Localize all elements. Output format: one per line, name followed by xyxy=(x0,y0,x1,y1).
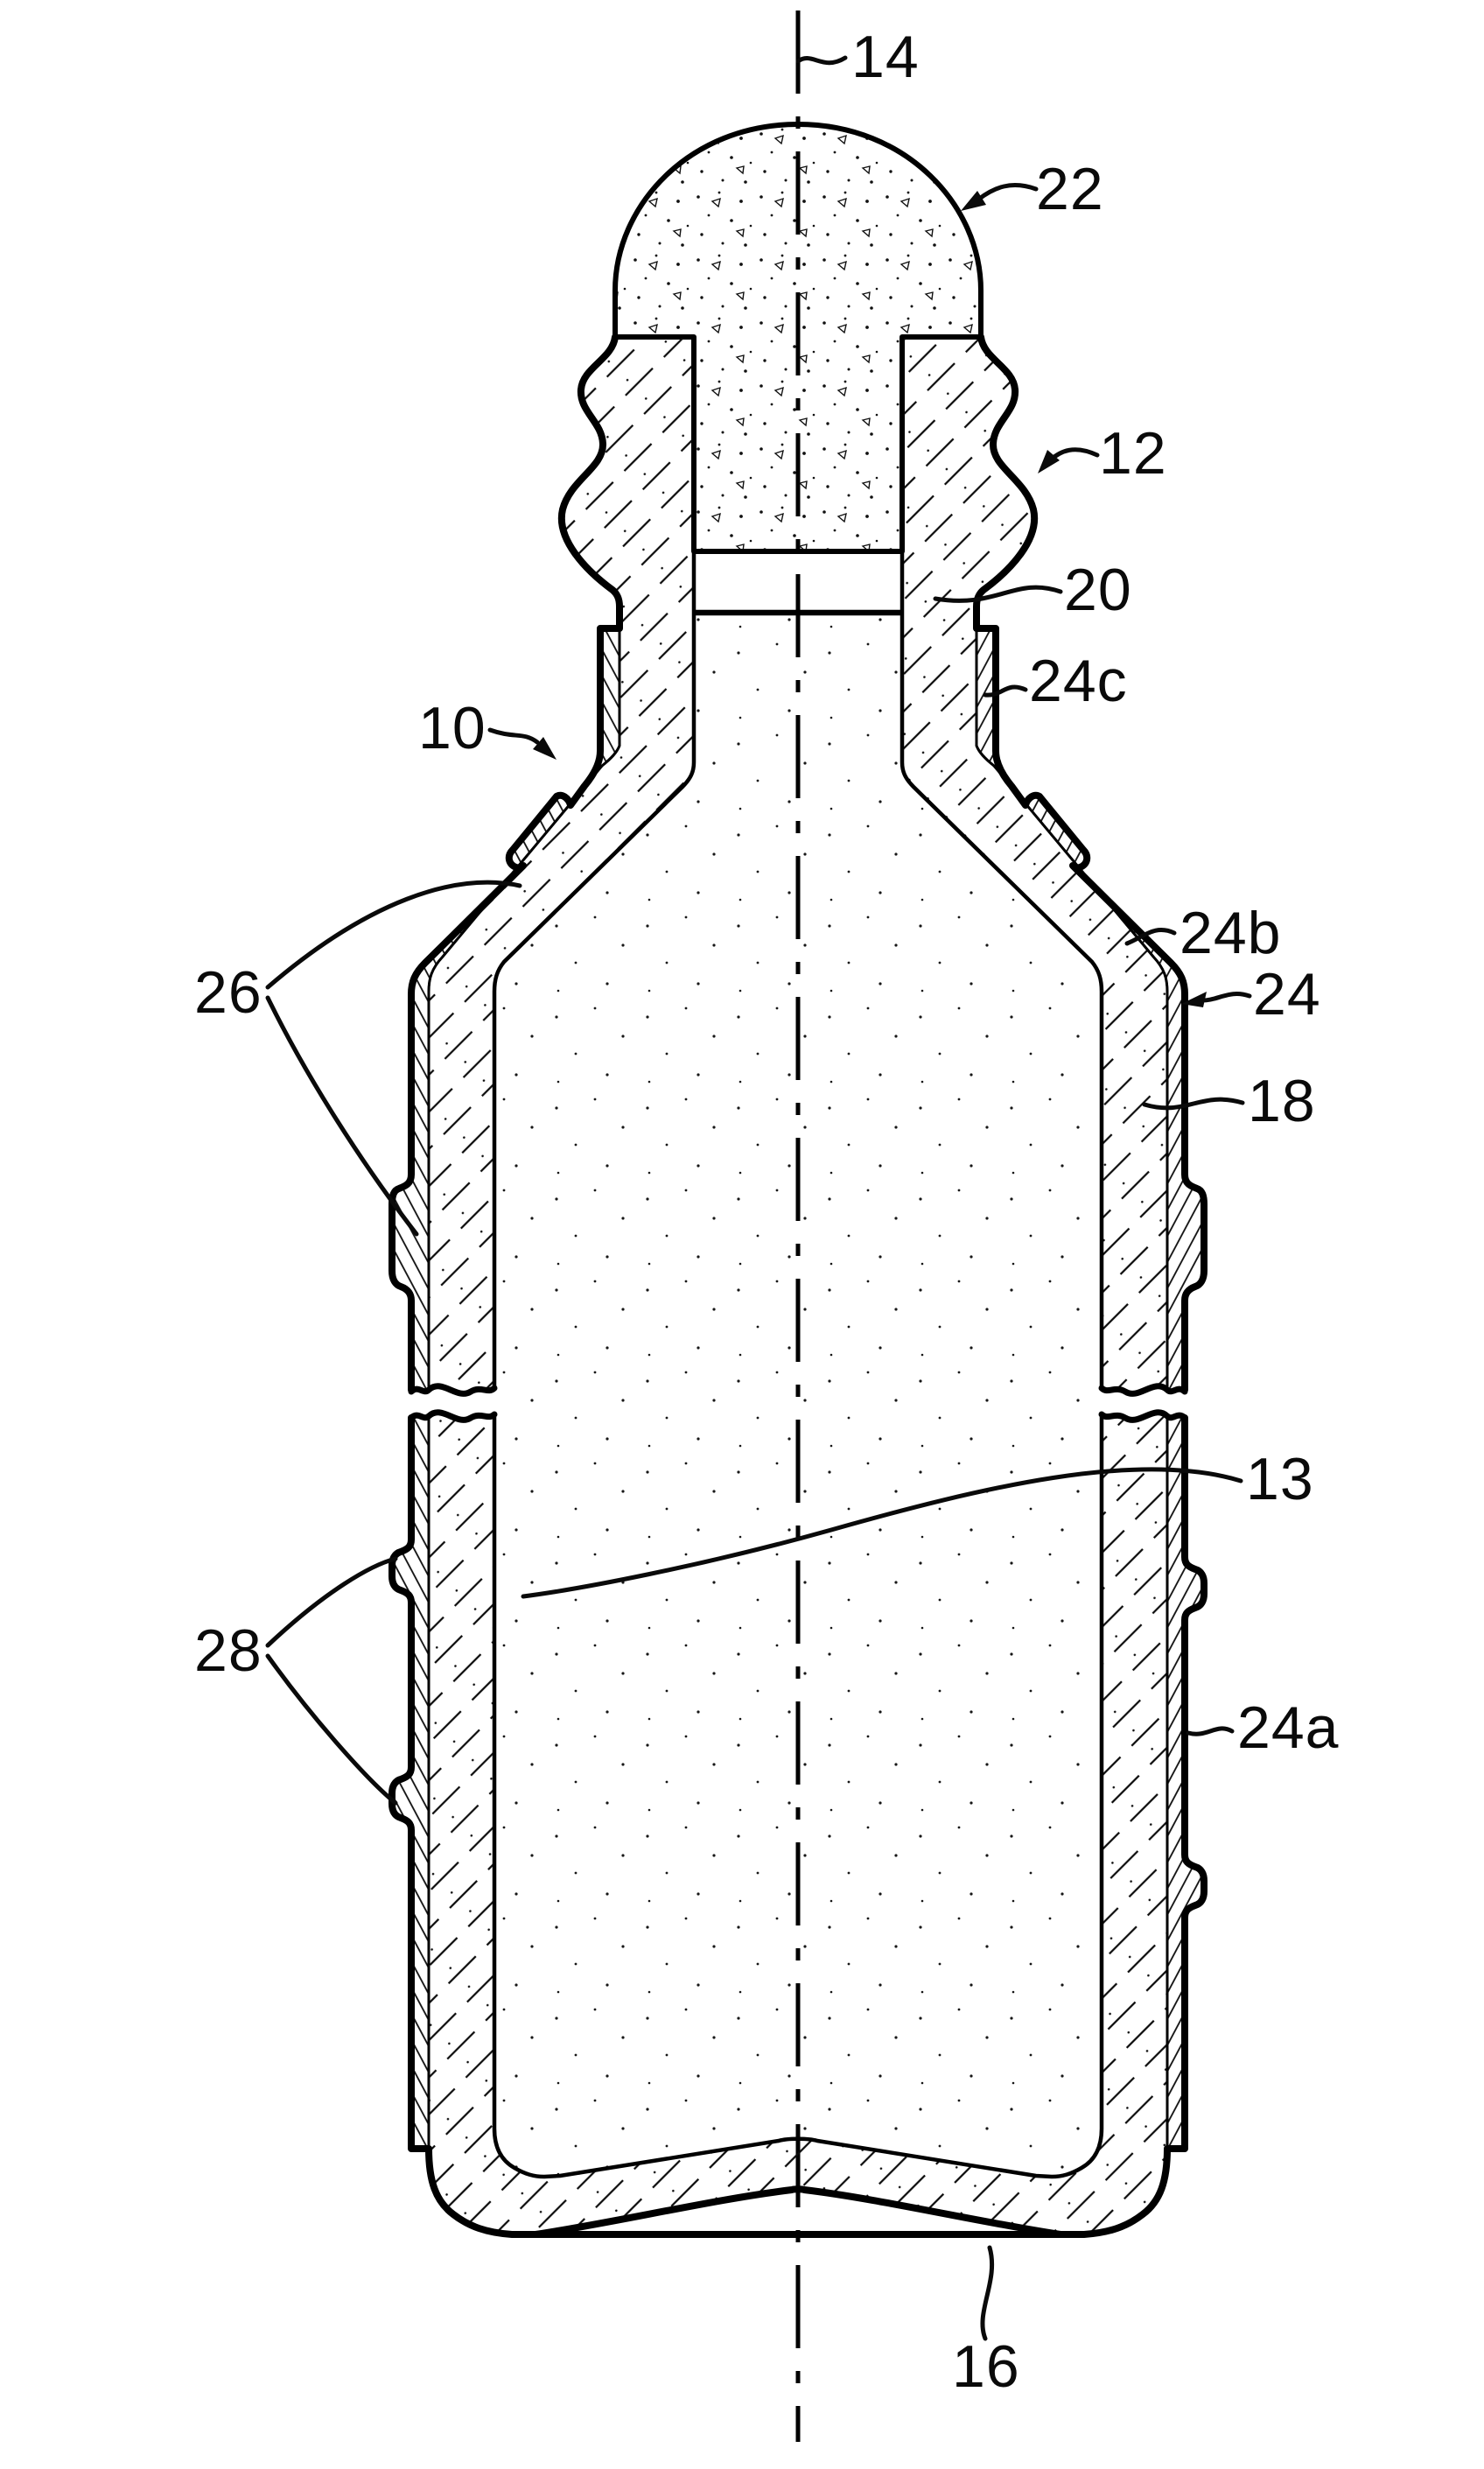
arrowhead-12 xyxy=(1038,450,1060,473)
arrowhead-24 xyxy=(1181,992,1207,1007)
bottle-drawing xyxy=(388,11,1208,2442)
arrowhead-10 xyxy=(533,737,556,760)
ref-label-24a: 24a xyxy=(1186,1694,1339,1761)
ref-number-22: 22 xyxy=(1036,156,1104,222)
ref-label-14: 14 xyxy=(795,24,920,90)
ref-number-12: 12 xyxy=(1099,420,1167,487)
reference-labels: 14 22 12 20 24c 10 24b xyxy=(194,24,1339,2400)
ref-label-22: 22 xyxy=(961,156,1104,222)
leader-line-28-lower xyxy=(265,1653,398,1806)
ref-number-14: 14 xyxy=(851,24,920,90)
ref-label-12: 12 xyxy=(1038,420,1167,487)
leader-line-24 xyxy=(1198,992,1252,1003)
ref-number-24c: 24c xyxy=(1029,648,1128,714)
leader-line-24a xyxy=(1186,1726,1235,1736)
leader-line-28-upper xyxy=(265,1556,398,1648)
ref-label-13: 13 xyxy=(521,1446,1314,1599)
inner-wall-and-floor-lower xyxy=(492,1412,1104,2179)
inner-wall-left xyxy=(492,334,696,1391)
leader-line-10 xyxy=(487,727,540,745)
ref-number-18: 18 xyxy=(1248,1068,1316,1134)
ref-number-24: 24 xyxy=(1253,961,1321,1028)
ref-number-13: 13 xyxy=(1246,1446,1314,1512)
ref-number-24b: 24b xyxy=(1180,900,1281,966)
coating-glass-boundary-right xyxy=(975,628,1169,2149)
cork-stopper xyxy=(612,122,984,554)
leader-line-24b xyxy=(1124,928,1177,946)
ref-label-28: 28 xyxy=(194,1556,398,1806)
break-line-left-upper xyxy=(408,1383,498,1397)
outer-contour-lower-and-base xyxy=(388,1414,1208,2238)
ref-number-16: 16 xyxy=(952,2333,1020,2400)
ref-number-24a: 24a xyxy=(1237,1694,1339,1761)
leader-line-26-upper xyxy=(265,880,522,990)
leader-line-22 xyxy=(976,183,1039,202)
ref-number-20: 20 xyxy=(1064,557,1132,623)
break-line-left-lower xyxy=(408,1409,498,1423)
outer-contour-upper-left xyxy=(388,333,623,1393)
ref-label-24b: 24b xyxy=(1124,900,1281,966)
break-line-right-upper xyxy=(1098,1383,1188,1397)
leader-line-18 xyxy=(1142,1097,1245,1111)
outer-contour-upper-right xyxy=(973,333,1208,1393)
leader-line-14 xyxy=(795,55,848,66)
ref-label-24: 24 xyxy=(1181,961,1321,1028)
leader-line-24c xyxy=(983,684,1028,698)
coating-glass-boundary-left xyxy=(427,628,621,2149)
ref-label-26: 26 xyxy=(194,880,522,1237)
ref-number-28: 28 xyxy=(194,1617,262,1684)
ref-label-10: 10 xyxy=(418,695,556,761)
leader-line-16 xyxy=(980,2245,995,2341)
leader-line-20 xyxy=(933,585,1063,603)
ref-number-26: 26 xyxy=(194,959,262,1026)
break-line-right-lower xyxy=(1098,1409,1188,1423)
ref-label-20: 20 xyxy=(933,557,1132,623)
ref-number-10: 10 xyxy=(418,695,486,761)
inner-wall-right xyxy=(900,334,1104,1391)
leader-line-13 xyxy=(521,1467,1243,1599)
ref-label-18: 18 xyxy=(1142,1068,1316,1134)
arrowhead-22 xyxy=(961,191,986,211)
ref-label-16: 16 xyxy=(952,2245,1020,2400)
base-pushup-contour xyxy=(532,2185,1064,2238)
ref-label-24c: 24c xyxy=(983,648,1128,714)
leader-line-26-lower xyxy=(265,995,419,1237)
interior-region xyxy=(494,613,1102,2177)
